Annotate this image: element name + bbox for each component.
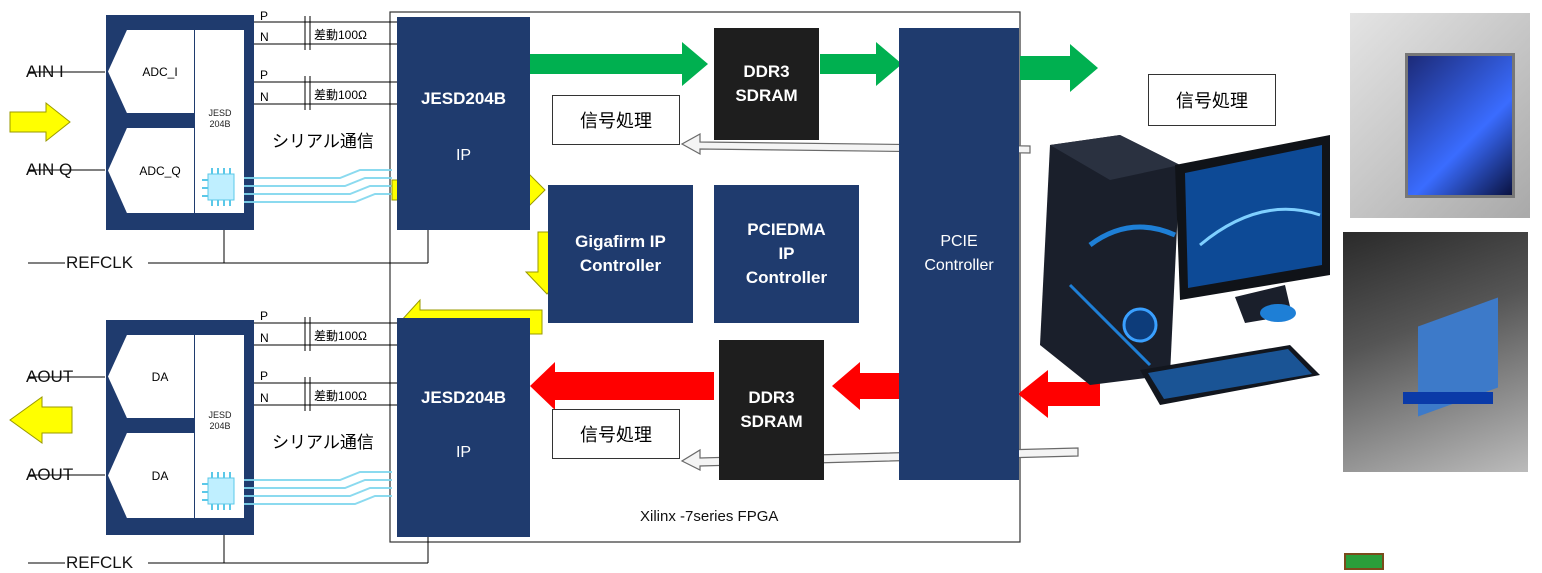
fpga-caption: Xilinx -7series FPGA	[640, 508, 779, 525]
serial-label: シリアル通信	[272, 433, 374, 452]
lane-n-label: N	[260, 30, 269, 44]
adc-jesd-label: JESD 204B	[208, 108, 232, 129]
lane-p-label: P	[260, 309, 269, 323]
adc-q-block: ADC_Q	[108, 128, 194, 213]
lane-p-label: P	[260, 369, 269, 383]
chip-icon	[202, 472, 235, 510]
signal-processing-bottom: 信号処理	[552, 409, 680, 459]
jesd204b-bottom-label: JESD204B	[420, 388, 507, 407]
pcie-controller-block: PCIE Controller	[899, 28, 1019, 480]
aout-2-label: AOUT	[26, 465, 74, 484]
da-1-label: DA	[151, 369, 169, 384]
da-2-label: DA	[151, 468, 169, 483]
gigafirm-controller-block: Gigafirm IP Controller	[548, 185, 693, 323]
jesd204b-bottom-block: JESD204B IP	[397, 318, 530, 537]
aout-1-label: AOUT	[26, 367, 74, 386]
signal-processing-pc: 信号処理	[1148, 74, 1276, 126]
chip-icon	[202, 168, 235, 206]
adc-i-label: ADC_I	[142, 64, 178, 79]
diff-label: 差動100Ω	[314, 86, 367, 103]
signal-processing-top: 信号処理	[552, 95, 680, 145]
da-1-block: DA	[108, 335, 194, 418]
refclk-out-label: REFCLK	[66, 553, 134, 573]
jesd204b-bottom-ip-label: IP	[455, 444, 472, 461]
jesd204b-top-ip-label: IP	[455, 147, 472, 164]
ddr3-top-block: DDR3 SDRAM	[714, 28, 819, 140]
lane-n-label: N	[260, 331, 269, 345]
diff-label: 差動100Ω	[314, 26, 367, 43]
lane-n-label: N	[260, 90, 269, 104]
green-arrow-icon	[505, 42, 1098, 92]
board-photo	[1343, 232, 1528, 472]
adc-q-label: ADC_Q	[139, 163, 181, 178]
refclk-in-label: REFCLK	[66, 253, 134, 273]
computer-icon	[1040, 135, 1330, 405]
adc-i-block: ADC_I	[108, 30, 194, 113]
ain-q-label: AIN Q	[26, 160, 73, 179]
ddr3-bottom-block: DDR3 SDRAM	[719, 340, 824, 480]
lane-p-label: P	[260, 68, 269, 82]
lane-n-label: N	[260, 391, 269, 405]
pciedma-controller-block: PCIEDMA IP Controller	[714, 185, 859, 323]
red-arrow-icon	[530, 362, 1100, 418]
lane-p-label: P	[260, 9, 269, 23]
case-photo	[1350, 13, 1530, 218]
diff-label: 差動100Ω	[314, 327, 367, 344]
da-2-block: DA	[108, 433, 194, 518]
jesd204b-top-block: JESD204B IP	[397, 17, 530, 230]
serial-label: シリアル通信	[272, 132, 374, 151]
jesd204b-top-label: JESD204B	[420, 89, 507, 108]
ain-i-label: AIN I	[26, 62, 64, 81]
thumbnail-photo	[1344, 553, 1384, 570]
diff-label: 差動100Ω	[314, 387, 367, 404]
dac-jesd-label: JESD 204B	[208, 410, 232, 431]
